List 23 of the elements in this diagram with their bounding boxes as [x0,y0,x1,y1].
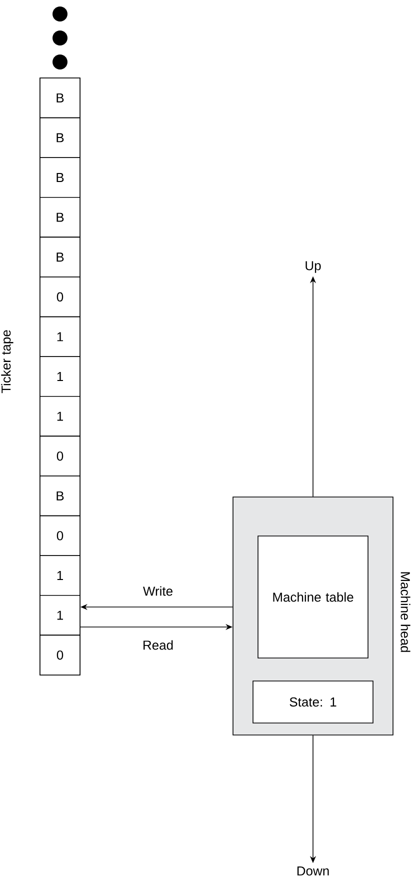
tape-cell: B [40,117,80,158]
tape-cell: 0 [40,436,80,476]
tape-cell: 1 [40,356,80,397]
table-box: Machine table [258,536,368,658]
edge-label: Write [143,586,172,596]
tape-cell: B [40,476,80,516]
tape-cell: B [40,197,80,238]
tape-cell: 0 [40,276,80,318]
tape-cell: 0 [40,634,80,676]
tape-cell: B [40,157,80,198]
tape-cell: B [40,78,80,118]
direction-label: Down [297,866,329,876]
edge-label: Read [144,640,173,650]
tape-cell: 1 [40,316,80,357]
state-box: State: 1 [252,680,374,724]
tape-cell: 1 [40,555,80,596]
tape-cell: 1 [40,396,80,437]
tape-cell: B [40,236,80,278]
tape-cell: 0 [40,515,80,556]
tape-cell: 1 [40,595,80,636]
node-label: Machine head [400,572,410,652]
direction-label: Up [306,261,321,273]
node-label: Ticker tape [1,330,14,394]
